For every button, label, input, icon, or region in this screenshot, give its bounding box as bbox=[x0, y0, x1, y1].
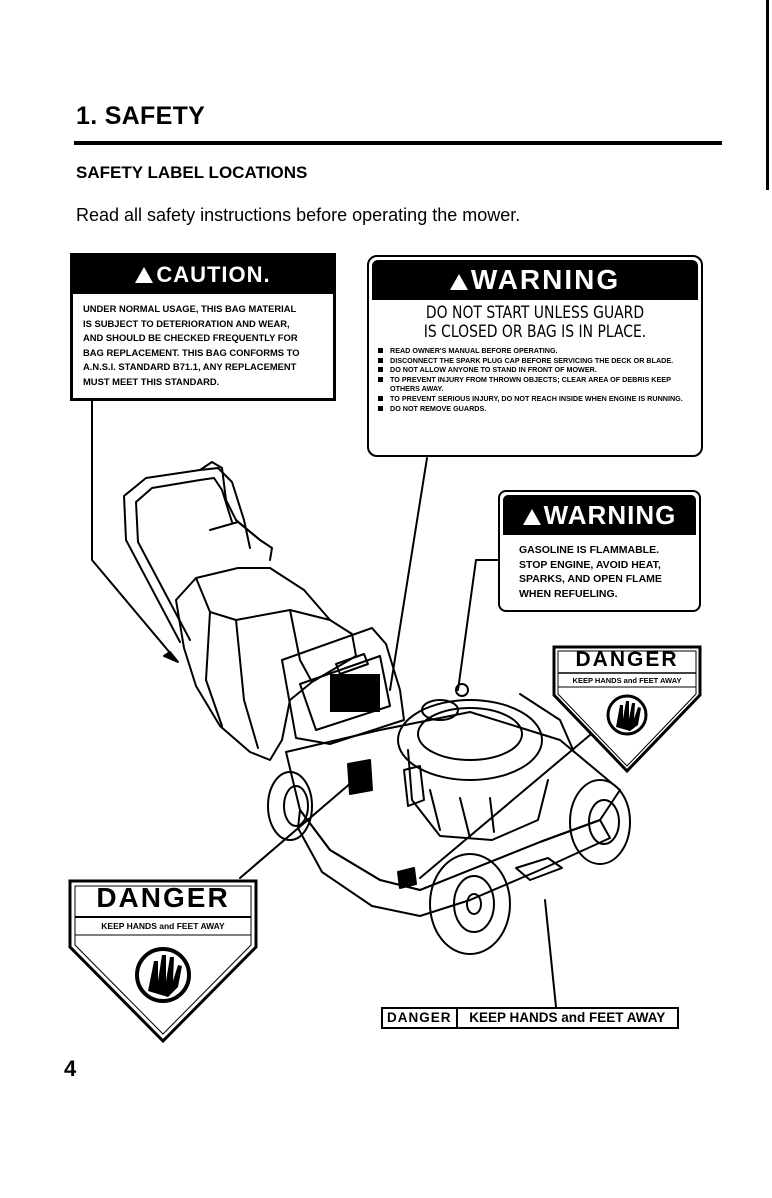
leader-lines bbox=[91, 400, 591, 1008]
mower-handle bbox=[123, 461, 273, 643]
danger-badge-shape bbox=[552, 645, 702, 774]
danger-strip-word: DANGER bbox=[383, 1009, 458, 1027]
guard-warning-item: DISCONNECT THE SPARK PLUG CAP BEFORE SER… bbox=[378, 356, 698, 366]
caution-line: IS SUBJECT TO DETERIORATION AND WEAR, bbox=[83, 317, 290, 329]
gasoline-warning-label: WARNING GASOLINE IS FLAMMABLE. STOP ENGI… bbox=[498, 490, 701, 612]
subheading: SAFETY LABEL LOCATIONS bbox=[76, 163, 308, 182]
caution-line: AND SHOULD BE CHECKED FREQUENTLY FOR bbox=[83, 332, 298, 343]
grass-bag bbox=[175, 567, 357, 761]
wheels bbox=[267, 771, 631, 955]
warning-triangle-icon bbox=[522, 509, 541, 551]
guard-warning-item: DO NOT REMOVE GUARDS. bbox=[378, 404, 698, 414]
hand-hazard-icon bbox=[135, 947, 191, 1003]
section-title: 1. SAFETY bbox=[76, 102, 206, 130]
page-number: 4 bbox=[64, 1056, 77, 1081]
danger-subtext: KEEP HANDS and FEET AWAY bbox=[572, 676, 682, 685]
caution-line: BAG REPLACEMENT. THIS BAG CONFORMS TO bbox=[83, 346, 300, 358]
warning-triangle-icon bbox=[135, 267, 154, 307]
gasoline-warning-line: GASOLINE IS FLAMMABLE. bbox=[519, 544, 659, 556]
mower-deck bbox=[285, 711, 621, 917]
guard-warning-title: WARNING bbox=[470, 264, 621, 295]
guard-warning-main-line: IS CLOSED OR BAG IS IN PLACE. bbox=[423, 322, 647, 342]
gasoline-warning-body: GASOLINE IS FLAMMABLE. STOP ENGINE, AVOI… bbox=[503, 535, 696, 601]
gasoline-warning-line: STOP ENGINE, AVOID HEAT, bbox=[519, 558, 661, 571]
gasoline-warning-line: SPARKS, AND OPEN FLAME bbox=[519, 573, 662, 585]
guard-warning-main: DO NOT START UNLESS GUARD IS CLOSED OR B… bbox=[377, 300, 694, 342]
danger-subtext: KEEP HANDS and FEET AWAY bbox=[101, 921, 225, 931]
page-edge-line bbox=[766, 0, 769, 190]
guard-warning-item: TO PREVENT SERIOUS INJURY, DO NOT REACH … bbox=[378, 394, 698, 404]
caution-label: CAUTION. UNDER NORMAL USAGE, THIS BAG MA… bbox=[70, 253, 336, 401]
caution-header: CAUTION. bbox=[73, 256, 333, 307]
guard-warning-label: WARNING DO NOT START UNLESS GUARD IS CLO… bbox=[367, 255, 703, 457]
rear-guard bbox=[281, 627, 405, 745]
intro-text: Read all safety instructions before oper… bbox=[76, 205, 521, 225]
gasoline-warning-header: WARNING bbox=[503, 495, 696, 551]
danger-badge-shape bbox=[68, 879, 258, 1044]
caution-body: UNDER NORMAL USAGE, THIS BAG MATERIAL IS… bbox=[73, 294, 333, 389]
caution-title: CAUTION. bbox=[156, 262, 271, 287]
caution-line: MUST MEET THIS STANDARD. bbox=[83, 375, 220, 387]
guard-warning-item: READ OWNER'S MANUAL BEFORE OPERATING. bbox=[378, 346, 698, 356]
warning-triangle-icon bbox=[449, 274, 468, 316]
guard-warning-item: TO PREVENT INJURY FROM THROWN OBJECTS; C… bbox=[378, 375, 698, 394]
guard-warning-item: DO NOT ALLOW ANYONE TO STAND IN FRONT OF… bbox=[378, 365, 698, 375]
danger-badge-large: DANGER KEEP HANDS and FEET AWAY bbox=[66, 877, 260, 1045]
danger-strip-subtext: KEEP HANDS and FEET AWAY bbox=[469, 1010, 666, 1025]
caution-line: UNDER NORMAL USAGE, THIS BAG MATERIAL bbox=[83, 303, 297, 314]
hand-hazard-icon bbox=[606, 694, 648, 736]
gasoline-warning-line: WHEN REFUELING. bbox=[519, 587, 618, 600]
danger-strip-label: DANGER KEEP HANDS and FEET AWAY bbox=[381, 1007, 679, 1029]
guard-warning-main-line: DO NOT START UNLESS GUARD bbox=[425, 303, 645, 323]
caution-line: A.N.S.I. STANDARD B71.1, ANY REPLACEMENT bbox=[83, 361, 297, 372]
title-rule bbox=[74, 141, 722, 145]
danger-word: DANGER bbox=[96, 882, 230, 913]
guard-warning-list: READ OWNER'S MANUAL BEFORE OPERATING. DI… bbox=[378, 346, 698, 413]
guard-warning-header: WARNING bbox=[372, 260, 698, 316]
engine bbox=[397, 683, 575, 841]
danger-word: DANGER bbox=[575, 648, 679, 671]
danger-badge-small: DANGER KEEP HANDS and FEET AWAY bbox=[550, 643, 704, 775]
gasoline-warning-title: WARNING bbox=[543, 500, 677, 530]
